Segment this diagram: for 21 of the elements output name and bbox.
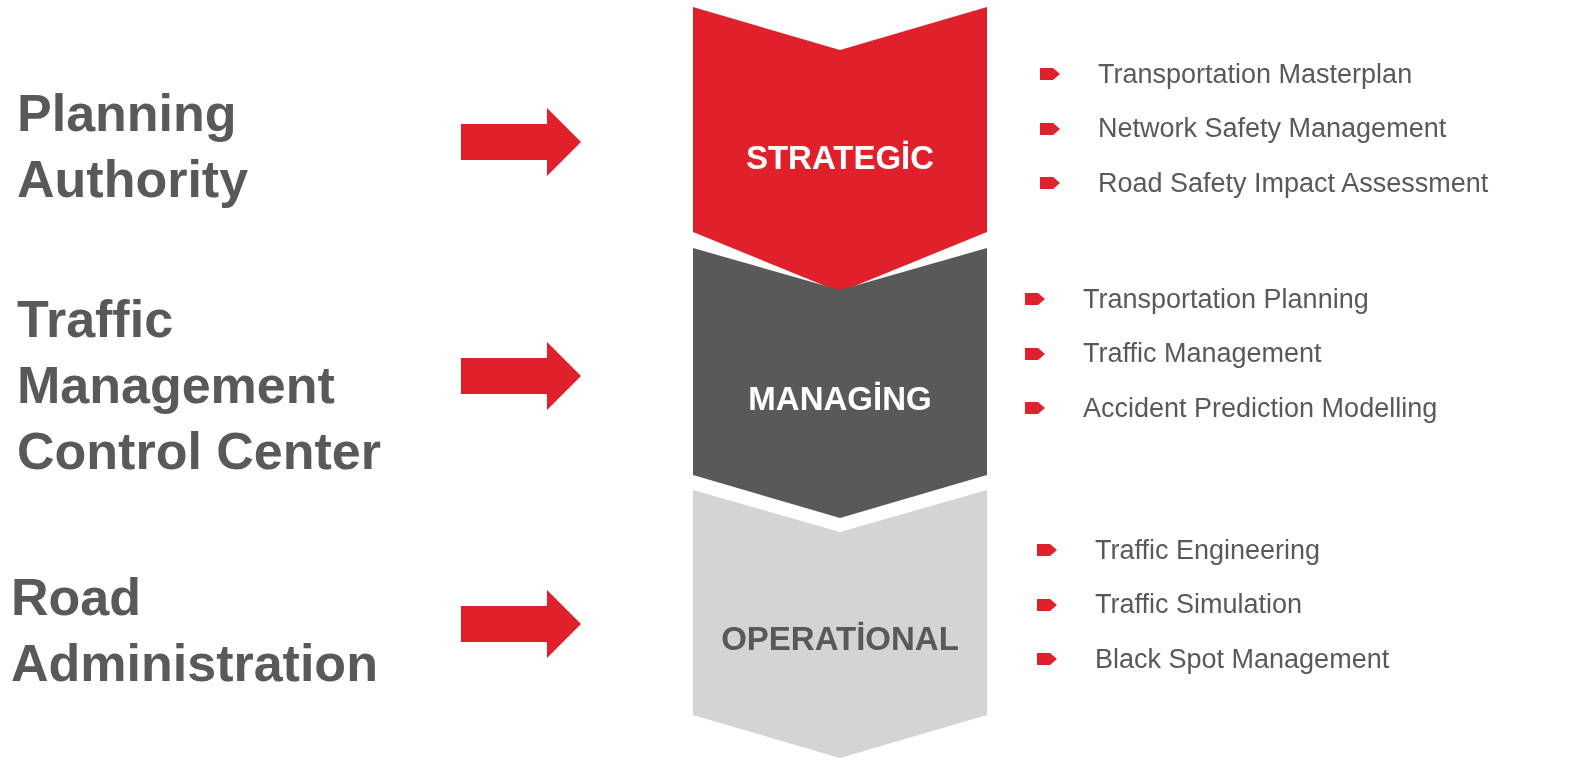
role-label: Traffic Management Control Center — [17, 286, 437, 484]
bullet-text: Road Safety Impact Assessment — [1098, 167, 1489, 199]
bullet-text: Traffic Engineering — [1095, 534, 1321, 566]
level-label: OPERATİONAL — [720, 620, 960, 658]
role-label: Road Administration — [11, 564, 431, 696]
block-arrow — [461, 590, 581, 658]
bullet-text: Traffic Management — [1083, 338, 1322, 369]
chevron-shape — [693, 7, 987, 292]
chevron-shape — [693, 490, 987, 758]
bullet-text: Black Spot Management — [1095, 643, 1390, 675]
bullet-text: Accident Prediction Modelling — [1083, 392, 1438, 424]
role-label: Planning Authority — [17, 80, 437, 212]
level-label: STRATEGİC — [744, 139, 936, 177]
bullet-text: Transportation Planning — [1083, 283, 1369, 315]
chevron-shape — [693, 248, 987, 518]
bullet-text: Transportation Masterplan — [1098, 58, 1413, 90]
block-arrow — [461, 342, 581, 410]
bullet-text: Traffic Simulation — [1095, 589, 1303, 620]
bullet-text: Network Safety Management — [1098, 113, 1447, 144]
level-label: MANAGİNG — [747, 380, 933, 418]
block-arrow — [461, 108, 581, 176]
